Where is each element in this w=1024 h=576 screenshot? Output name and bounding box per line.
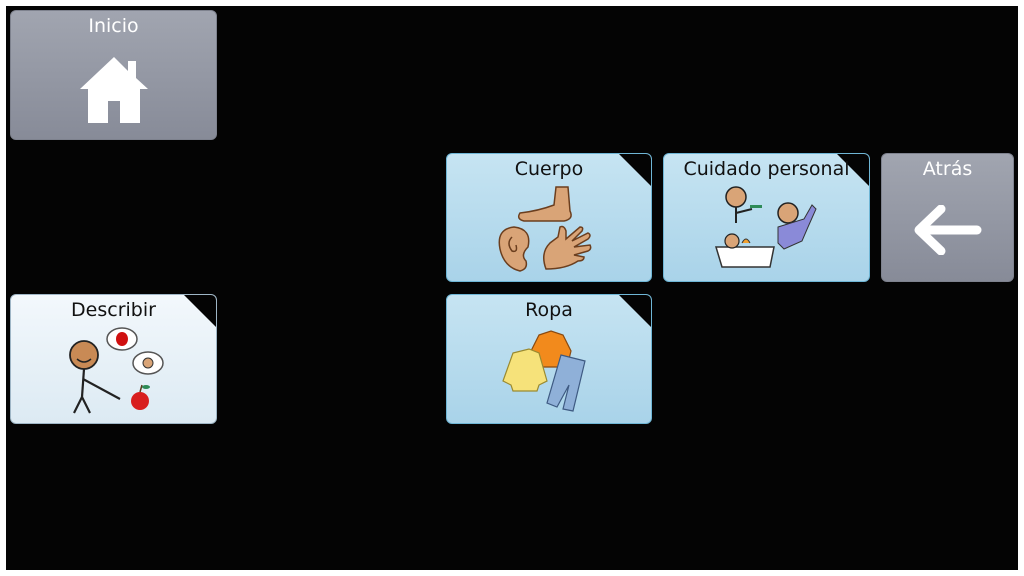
personal-care-icon (664, 183, 869, 275)
arrow-left-icon (882, 205, 1013, 255)
describe-icon (11, 327, 216, 415)
folder-corner (836, 154, 869, 187)
cuidado-label: Cuidado personal (683, 158, 850, 180)
communication-board: Inicio Cuerpo Cuidado personal (6, 6, 1018, 570)
folder-ropa[interactable]: Ropa (446, 294, 652, 424)
ropa-label: Ropa (525, 299, 573, 321)
cuerpo-label: Cuerpo (514, 158, 584, 180)
back-button[interactable]: Atrás (881, 153, 1014, 282)
folder-cuidado-personal[interactable]: Cuidado personal (663, 153, 870, 282)
home-icon (11, 55, 216, 125)
folder-corner (618, 295, 651, 328)
back-label: Atrás (922, 158, 973, 180)
folder-corner (618, 154, 651, 187)
folder-corner (183, 295, 216, 328)
folder-cuerpo[interactable]: Cuerpo (446, 153, 652, 282)
home-button[interactable]: Inicio (10, 10, 217, 140)
home-label: Inicio (88, 15, 139, 37)
clothes-icon (447, 329, 651, 415)
folder-describir[interactable]: Describir (10, 294, 217, 424)
describir-label: Describir (71, 299, 156, 321)
body-parts-icon (447, 183, 651, 275)
